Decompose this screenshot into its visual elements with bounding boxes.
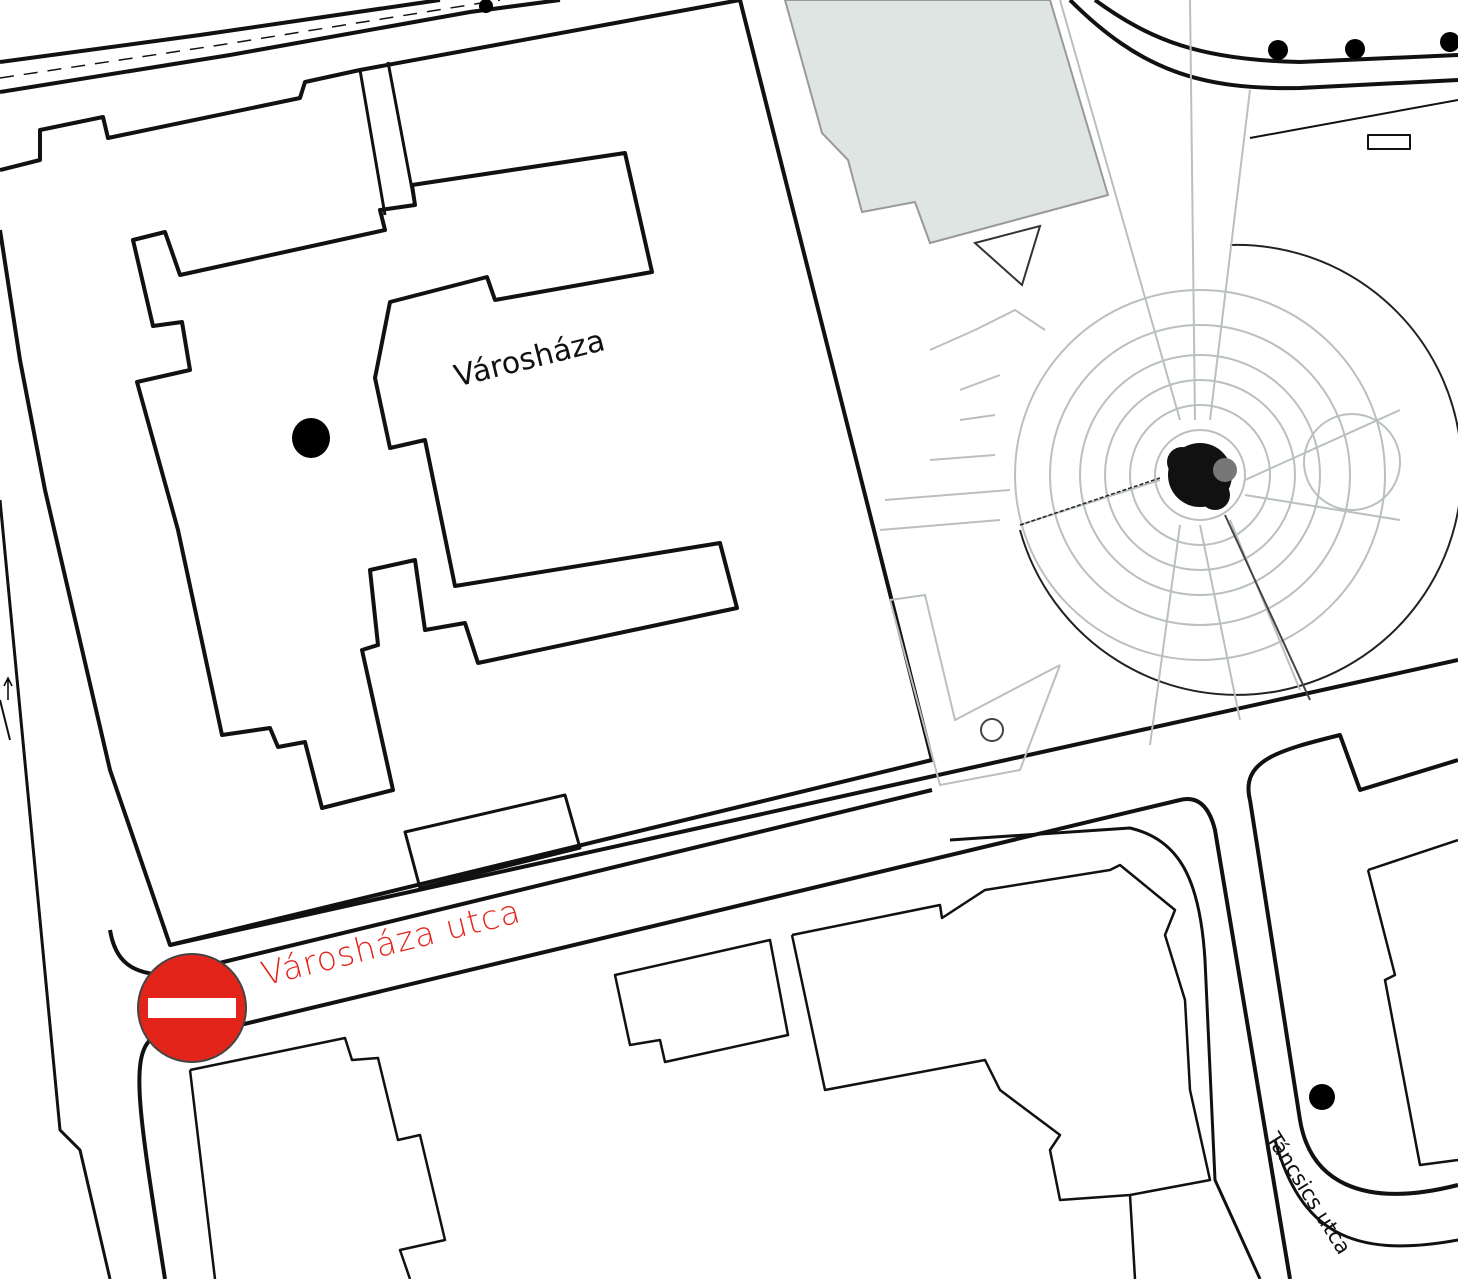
town-hall-block <box>0 0 934 947</box>
fountain-plaza <box>879 0 1458 787</box>
road-top-edge-2 <box>0 0 561 94</box>
road-tr-3 <box>1249 99 1458 139</box>
town-hall-building <box>131 151 739 810</box>
no-entry-sign-icon <box>137 953 247 1063</box>
road-top-centerline <box>0 0 501 79</box>
road-tr-1 <box>1093 0 1458 64</box>
road-top-edge <box>0 0 441 64</box>
grey-building <box>783 0 1110 245</box>
fountain-icon <box>1167 443 1237 510</box>
road-tr-2 <box>1068 0 1458 91</box>
tree-markers <box>292 0 1458 1110</box>
